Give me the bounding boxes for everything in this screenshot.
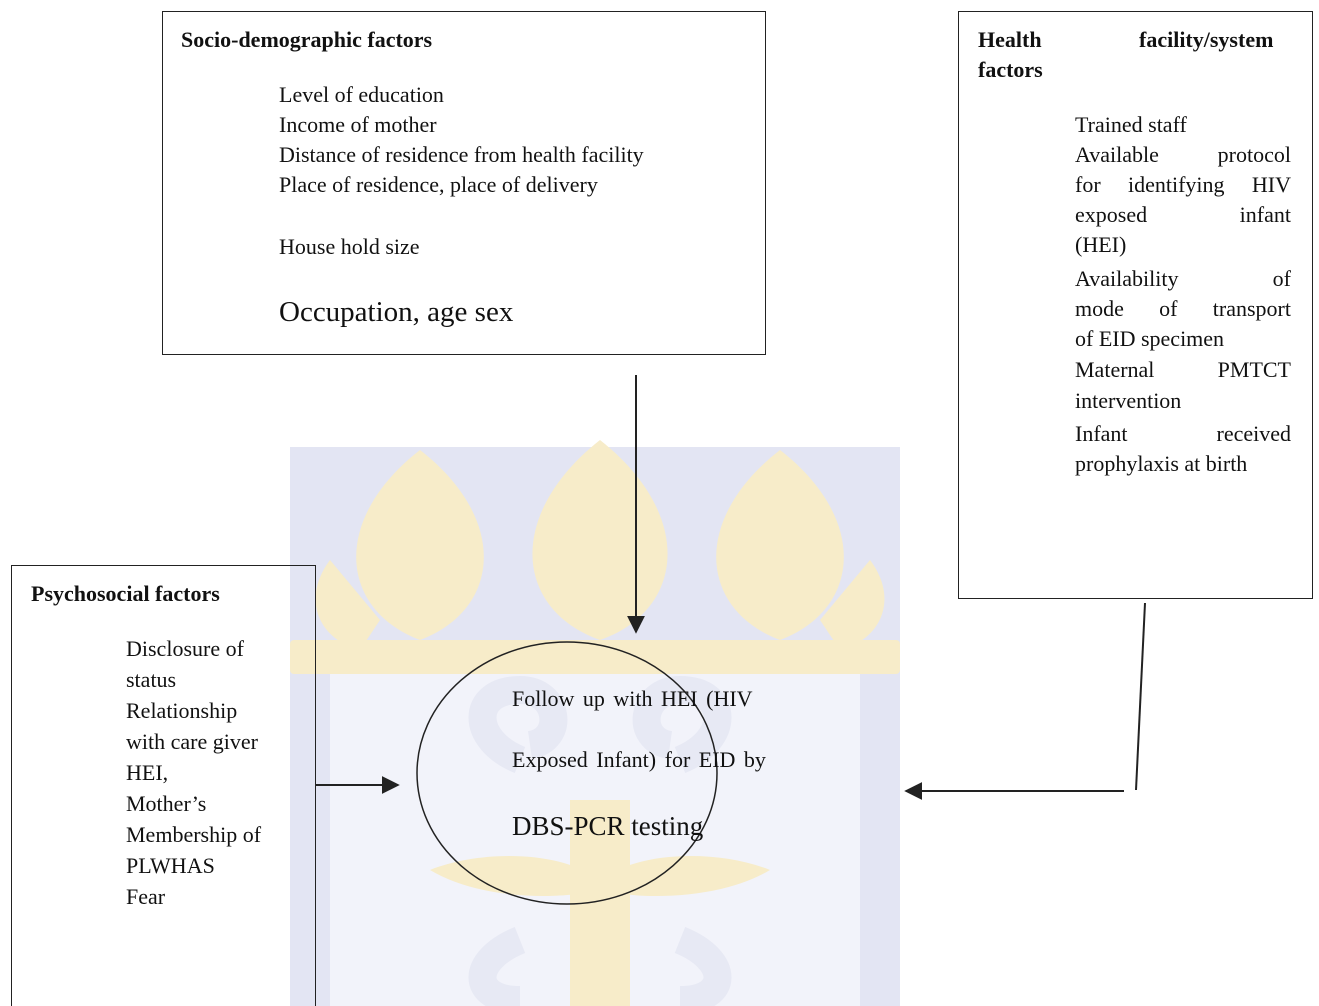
watermark-column <box>430 800 770 1006</box>
psychosocial-title: Psychosocial factors <box>31 581 220 606</box>
psychosocial-item: Relationship <box>126 698 238 723</box>
health-item: Trained staff <box>1075 112 1187 137</box>
health-item: mode of transport <box>1075 296 1291 321</box>
outcome-ellipse <box>416 641 718 905</box>
health-item: Available protocol <box>1075 142 1291 167</box>
health-item: (HEI) <box>1075 232 1127 257</box>
socio-item: Occupation, age sex <box>279 296 514 328</box>
psychosocial-item: Fear <box>126 884 166 909</box>
outcome-text-line: Exposed Infant) for EID by <box>512 747 766 772</box>
psychosocial-item: Disclosure of <box>126 636 244 661</box>
socio-item: Distance of residence from health facili… <box>279 142 644 167</box>
socio-demographic-box <box>162 11 766 355</box>
health-item: exposed infant <box>1075 202 1291 227</box>
psychosocial-item: PLWHAS <box>126 853 215 878</box>
psychosocial-item: Membership of <box>126 822 262 847</box>
psychosocial-item: with care giver <box>126 729 258 754</box>
psychosocial-item: Mother’s <box>126 791 207 816</box>
outcome-text-line: Follow up with HEI (HIV <box>512 686 753 711</box>
health-facility-title-word2: facility/system <box>1139 27 1274 52</box>
health-item: intervention <box>1075 388 1182 413</box>
outcome-text-line: DBS-PCR testing <box>512 811 704 841</box>
health-item: Availability of <box>1075 266 1291 291</box>
health-item: prophylaxis at birth <box>1075 451 1248 476</box>
connector-health-facility-down <box>1135 602 1146 791</box>
health-item: for identifying HIV <box>1075 172 1291 197</box>
health-facility-title-word1: Health <box>978 27 1042 52</box>
socio-item: Place of residence, place of delivery <box>279 172 598 197</box>
health-item: Maternal PMTCT <box>1075 357 1291 382</box>
psychosocial-item: status <box>126 667 177 692</box>
socio-demographic-title: Socio-demographic factors <box>181 27 433 52</box>
health-facility-title-line2: factors <box>978 57 1043 82</box>
socio-item: House hold size <box>279 234 420 259</box>
health-item: of EID specimen <box>1075 326 1225 351</box>
socio-item: Income of mother <box>279 112 437 137</box>
watermark-leaves <box>290 440 900 674</box>
health-facility-box <box>958 11 1313 599</box>
socio-item: Level of education <box>279 82 444 107</box>
health-item: Infant received <box>1075 421 1291 446</box>
psychosocial-box <box>11 565 316 1006</box>
psychosocial-item: HEI, <box>126 760 169 785</box>
